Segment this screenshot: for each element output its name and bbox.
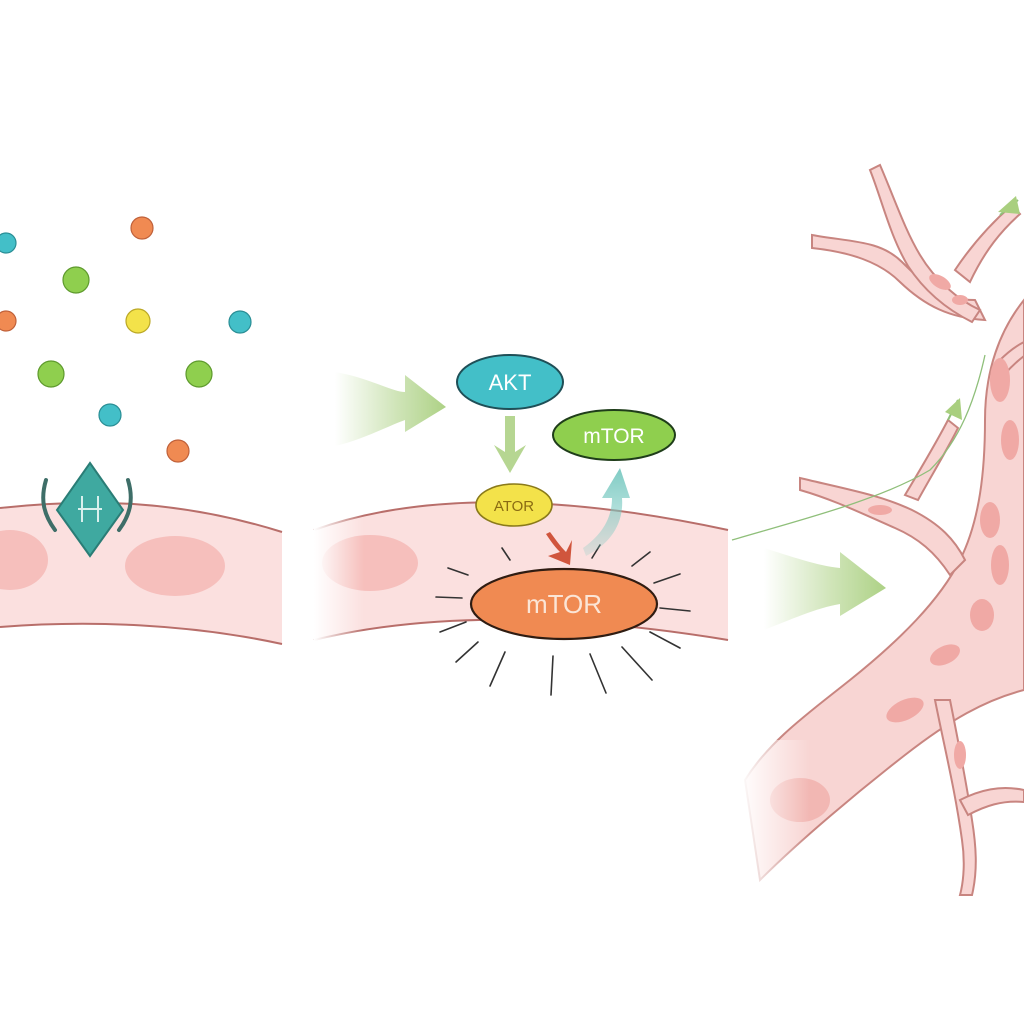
ligand-particle — [166, 439, 190, 463]
ligand-particle — [130, 216, 154, 240]
mtor-node-yellow: ATOR — [475, 483, 553, 527]
neuron-spot — [991, 545, 1009, 585]
ligand-particle — [125, 308, 151, 334]
neuron-spot — [980, 502, 1000, 538]
mtor-node-green: mTOR — [552, 409, 676, 461]
akt-label: AKT — [489, 370, 532, 395]
ligand-particle — [62, 266, 90, 294]
ligand-particle — [185, 360, 213, 388]
neuron-spot — [886, 697, 924, 723]
receptor-icon — [41, 461, 133, 558]
akt-to-mtor-arrow — [494, 416, 526, 473]
incoming-signal-arrow — [335, 372, 446, 446]
neuron-spot — [952, 295, 968, 305]
ligand-particle — [37, 360, 65, 388]
mtor-orange-label: mTOR — [526, 589, 602, 619]
neuron-spot — [970, 599, 994, 631]
panel-mtor-activation: AKT mTOR ATOR mTOR — [313, 354, 729, 696]
akt-node: AKT — [456, 354, 564, 410]
ligand-particle — [0, 232, 17, 254]
ligand-particles — [0, 216, 252, 463]
activation-burst — [435, 544, 691, 696]
cell-membrane-left — [0, 501, 283, 645]
organelle — [0, 530, 48, 590]
neuron-spot — [929, 274, 951, 290]
neuron-spot — [930, 644, 960, 666]
ligand-particle — [0, 310, 17, 332]
neuron-icon — [740, 163, 1024, 896]
panel-neuron — [731, 163, 1024, 896]
activation-arrow-red — [546, 532, 572, 565]
neuron-spot — [1001, 420, 1019, 460]
neuron-spot — [990, 358, 1010, 402]
signal-arrowhead — [998, 196, 1020, 214]
neuron-spot — [868, 505, 892, 515]
feedback-curved-arrow — [583, 468, 630, 556]
ligand-particle — [228, 310, 252, 334]
ligand-particle — [98, 403, 122, 427]
outgoing-signal-arrow — [764, 548, 886, 630]
mtor-node-orange: mTOR — [469, 567, 659, 641]
neuron-spot — [954, 741, 966, 769]
mtor-green-label: mTOR — [583, 425, 644, 448]
signal-arrowhead — [945, 398, 962, 420]
panel-ligand-binding — [0, 216, 283, 645]
mtor-yellow-label: ATOR — [494, 498, 534, 515]
organelle — [125, 536, 225, 596]
